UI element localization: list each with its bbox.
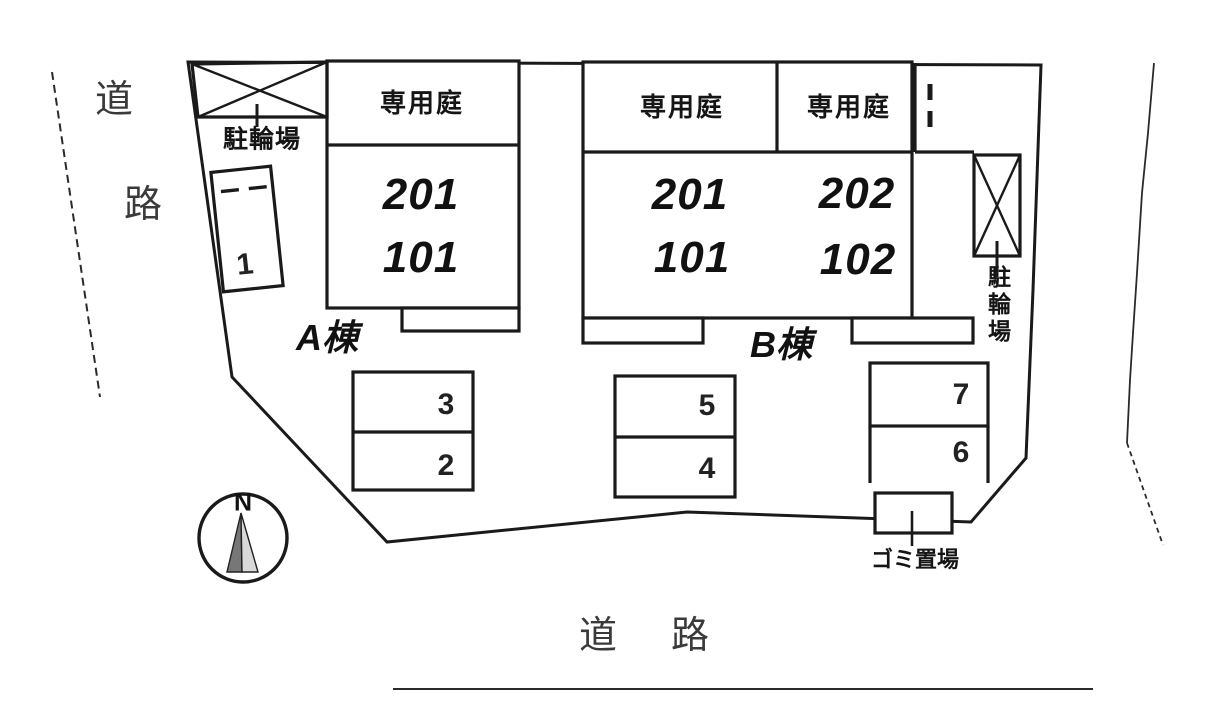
parking-box-3-2 [351,370,475,492]
building-a-unit-101: 101 [382,233,460,282]
parking-space-6: 6 [952,436,970,469]
parking-box-1 [209,164,285,294]
parking-space-2: 2 [437,449,455,482]
building-a-garden-label: 専用庭 [379,88,465,118]
bicycle-parking-left-box [190,60,329,127]
road-left-char-bottom: 路 [123,184,163,226]
building-a-unit-201: 201 [382,170,460,219]
bicycle-parking-right-label: 駐輪場 [984,265,1011,346]
parking-space-5: 5 [698,389,716,422]
compass-needle-right [240,512,259,573]
building-b-unit-102: 102 [819,235,897,284]
road-bottom-char-left: 道 [578,615,618,657]
top-right-bay [913,63,974,154]
building-b-garden-left-label: 専用庭 [639,92,725,122]
building-b-unit-202: 202 [818,169,896,218]
parking-box-5-4 [613,374,737,499]
building-b-unit-101: 101 [653,233,731,282]
road-edge-right [1126,62,1155,444]
parking-space-7: 7 [952,378,970,411]
building-a-outline [325,59,521,333]
building-b-outline [581,60,975,345]
compass [197,492,289,584]
compass-north-label: N [233,488,253,517]
garbage-label: ゴミ置場 [870,547,960,572]
building-b-name: B棟 [750,324,812,365]
building-b-garden-right-label: 専用庭 [806,92,892,122]
parking-space-1: 1 [234,247,255,282]
building-b-unit-201: 201 [651,170,729,219]
road-left-char-top: 道 [94,79,134,121]
parking-box-7-6 [868,361,990,483]
bicycle-parking-right-box [972,153,1022,277]
road-edge-right-dashed [1126,442,1164,546]
parking-space-4: 4 [698,452,716,485]
bicycle-parking-left-label: 駐輪場 [222,125,302,154]
road-bottom-char-right: 路 [670,615,710,657]
parking-space-3: 3 [437,388,455,421]
building-a-name: A棟 [296,317,358,358]
road-edge-left-dashed [51,71,101,398]
garbage-box [873,491,954,546]
